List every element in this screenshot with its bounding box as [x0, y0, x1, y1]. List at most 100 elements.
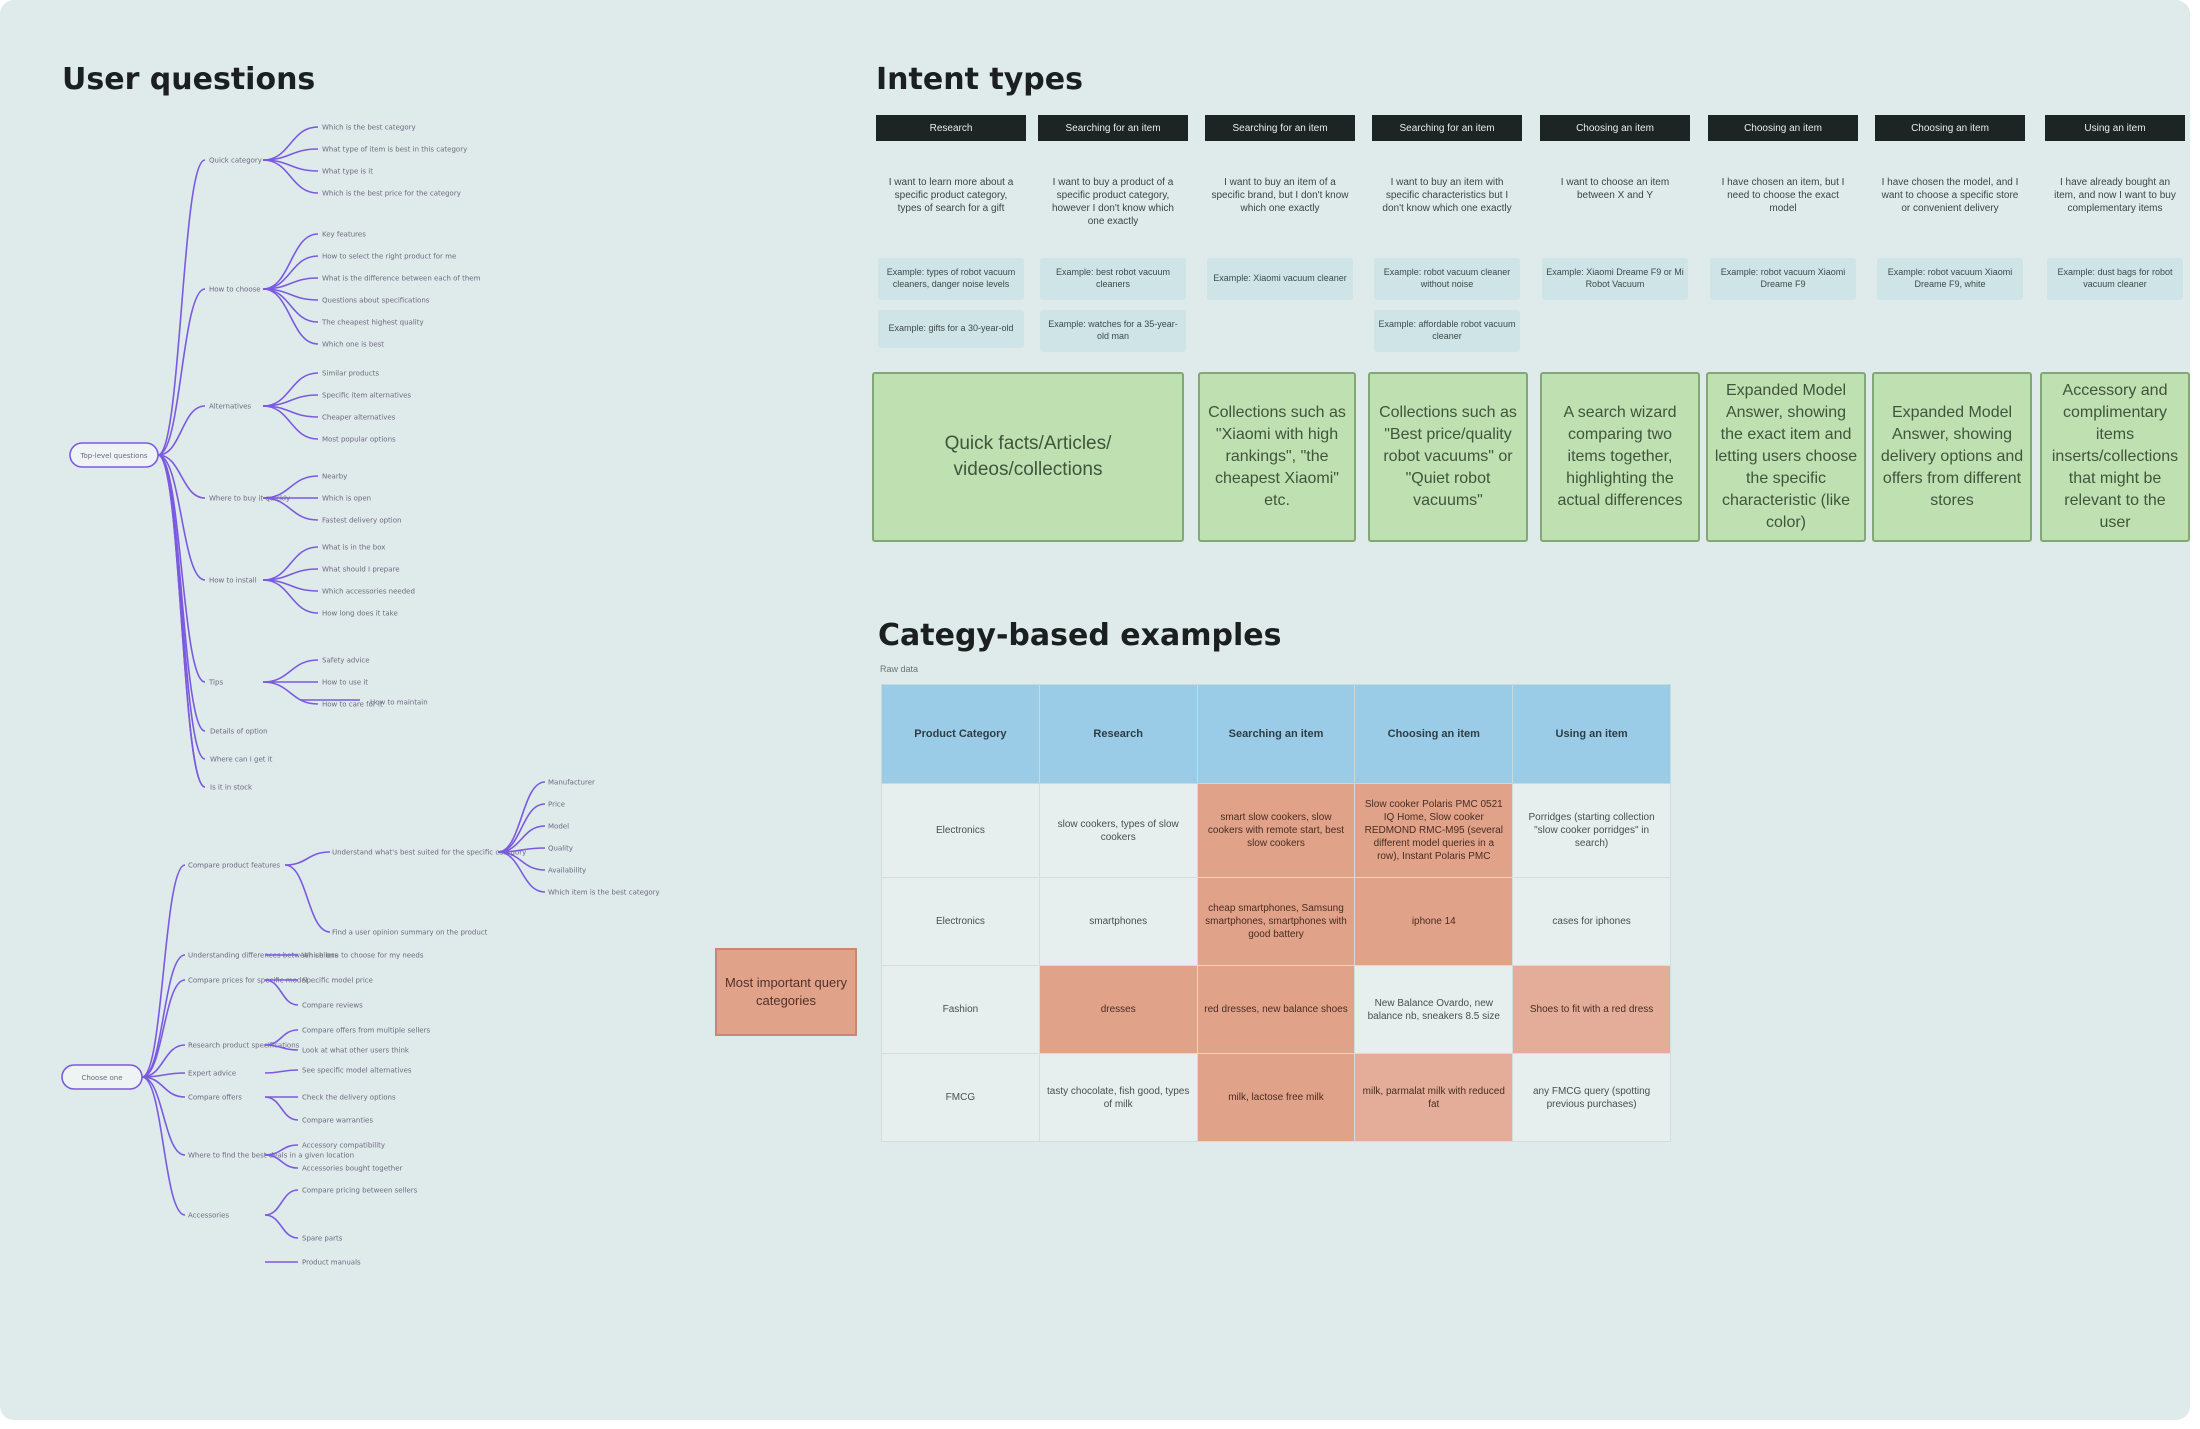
- table-cell: smart slow cookers, slow cookers with re…: [1196, 783, 1356, 878]
- mindmap-connector: [141, 864, 186, 1078]
- mindmap-leaf: Similar products: [322, 370, 379, 378]
- intent-header: Choosing an item: [1708, 115, 1858, 141]
- mindmap-leaf: How to select the right product for me: [322, 253, 456, 261]
- mindmap-leaf: What type of item is best in this catego…: [322, 146, 467, 154]
- intent-description: I want to buy an item of a specific bran…: [1211, 177, 1349, 214]
- category-examples-title: Categy-based examples: [878, 618, 1282, 653]
- intent-example-chip: Example: watches for a 35-year-old man: [1040, 310, 1186, 352]
- mindmap-leaf: Specific model price: [302, 977, 373, 985]
- intent-example-chip: Example: best robot vacuum cleaners: [1040, 258, 1186, 300]
- mindmap-connector: [157, 454, 206, 499]
- mindmap-connector: [264, 1189, 299, 1216]
- table-cell: iphone 14: [1354, 877, 1514, 966]
- intent-outcome-box: Accessory and complimentary items insert…: [2040, 372, 2190, 542]
- mindmap-connector: [262, 579, 319, 614]
- mindmap-branch: Research product specifications: [188, 1042, 300, 1050]
- mindmap-leaf: Find a user opinion summary on the produ…: [332, 929, 488, 937]
- mindmap-leaf: Specific item alternatives: [322, 392, 411, 400]
- intent-header: Using an item: [2045, 115, 2185, 141]
- mindmap-leaf: Product manuals: [302, 1259, 361, 1267]
- mindmap-connector: [264, 1044, 299, 1051]
- mindmap-leaf: Questions about specifications: [322, 297, 430, 305]
- intent-outcome-box: Collections such as "Xiaomi with high ra…: [1198, 372, 1356, 542]
- intent-description: I have chosen an item, but I need to cho…: [1721, 177, 1845, 214]
- intent-example-chip: Example: Xiaomi Dreame F9 or Mi Robot Va…: [1542, 258, 1688, 300]
- table-cell: tasty chocolate, fish good, types of mil…: [1038, 1053, 1198, 1142]
- mindmap-leaf: Spare parts: [302, 1235, 343, 1243]
- mindmap-branch: Is it in stock: [210, 784, 253, 792]
- mindmap-leaf: What is in the box: [322, 544, 385, 552]
- mindmap-branch: Where can I get it: [210, 756, 273, 764]
- mindmap-branch: Understanding differences between seller…: [188, 952, 338, 960]
- table-cell: milk, lactose free milk: [1196, 1053, 1356, 1142]
- mindmap-connector: [497, 803, 546, 853]
- mindmap-branch: How to choose: [209, 286, 261, 294]
- mindmap-leaf: Manufacturer: [548, 779, 595, 787]
- table-header-cell: Product Category: [881, 684, 1040, 784]
- mindmap-leaf: Availability: [548, 867, 586, 875]
- mindmap-connector: [262, 159, 319, 194]
- mindmap-leaf: Quality: [548, 845, 573, 853]
- mindmap-connector: [157, 454, 206, 760]
- mindmap-leaf: Compare warranties: [302, 1117, 373, 1125]
- intent-description: I have already bought an item, and now I…: [2054, 177, 2176, 214]
- table-cell: Slow cooker Polaris PMC 0521 IQ Home, Sl…: [1354, 783, 1514, 878]
- mindmap-leaf: What should I prepare: [322, 566, 400, 574]
- intent-example-chip: Example: robot vacuum cleaner without no…: [1374, 258, 1520, 300]
- mindmap-leaf: Understand what's best suited for the sp…: [332, 849, 526, 857]
- intent-types-title: Intent types: [876, 62, 1083, 97]
- mindmap-connector: [264, 1069, 299, 1074]
- table-cell: Fashion: [881, 965, 1040, 1054]
- table-cell: Electronics: [881, 783, 1040, 878]
- mindmap-root-top: Top-level questions: [79, 452, 147, 460]
- mindmap-connector: [284, 864, 331, 933]
- mindmap-connector: [157, 454, 206, 788]
- table-cell: Electronics: [881, 877, 1040, 966]
- mindmap-connector: [262, 497, 319, 521]
- intent-header: Choosing an item: [1540, 115, 1690, 141]
- intent-description: I want to learn more about a specific pr…: [888, 177, 1014, 214]
- mindmap-leaf: Which one to choose for my needs: [302, 952, 424, 960]
- mindmap-connector: [497, 781, 546, 853]
- mindmap-connector: [157, 454, 206, 581]
- mindmap-leaf: How to care for it: [322, 701, 383, 709]
- intent-example-chip: Example: robot vacuum Xiaomi Dreame F9: [1710, 258, 1856, 300]
- mindmap-leaf: Compare reviews: [302, 1002, 363, 1010]
- mindmap-connector: [262, 659, 319, 683]
- mindmap-leaf: See specific model alternatives: [302, 1067, 412, 1075]
- table-cell: milk, parmalat milk with reduced fat: [1354, 1053, 1514, 1142]
- mindmap-connector: [141, 954, 186, 1078]
- mindmap-connector: [157, 288, 206, 456]
- mindmap-leaf: The cheapest highest quality: [321, 319, 424, 327]
- mindmap-leaf: Most popular options: [322, 436, 396, 444]
- mindmap-connector: [157, 159, 206, 456]
- intent-example-chip: Example: affordable robot vacuum cleaner: [1374, 310, 1520, 352]
- table-cell: any FMCG query (spotting previous purcha…: [1512, 1053, 1671, 1142]
- mindmap-branch: How to install: [209, 577, 257, 585]
- intent-header: Research: [876, 115, 1026, 141]
- mindmap-leaf: Which one is best: [322, 341, 384, 349]
- intent-header: Choosing an item: [1875, 115, 2025, 141]
- intent-description: I want to buy a product of a specific pr…: [1052, 177, 1174, 227]
- intent-example-chip: Example: dust bags for robot vacuum clea…: [2047, 258, 2183, 300]
- intent-example-chip: Example: gifts for a 30-year-old: [878, 310, 1024, 348]
- mindmap-leaf: What is the difference between each of t…: [322, 275, 481, 283]
- table-cell: cheap smartphones, Samsung smartphones, …: [1196, 877, 1356, 966]
- mindmap-leaf: Safety advice: [322, 657, 370, 665]
- mindmap-leaf: Which is the best category: [322, 124, 416, 132]
- intent-header: Searching for an item: [1372, 115, 1522, 141]
- table-header-cell: Searching an item: [1196, 684, 1356, 784]
- mindmap-connector: [264, 979, 299, 1006]
- mindmap-leaf: Which accessories needed: [322, 588, 415, 596]
- mindmap-leaf: Cheaper alternatives: [322, 414, 396, 422]
- mindmap-branch: Compare prices for specific model: [188, 977, 308, 985]
- intent-outcome-box: Quick facts/Articles/ videos/collections: [872, 372, 1184, 542]
- mindmap-connector: [264, 1096, 299, 1121]
- mindmap-root-top-frame: [69, 442, 159, 468]
